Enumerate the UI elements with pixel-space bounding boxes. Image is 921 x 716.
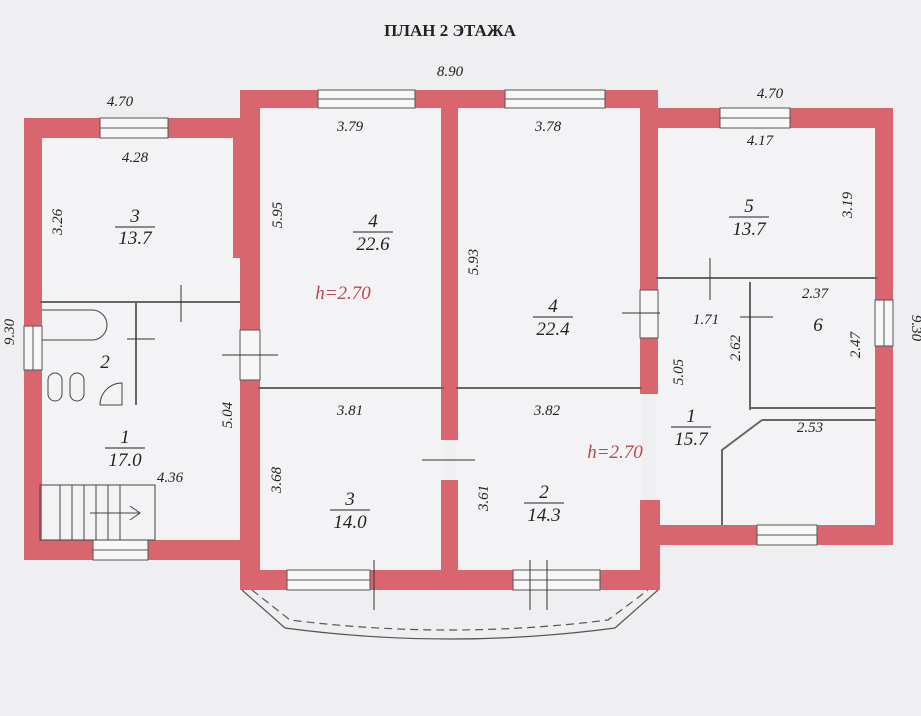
dimension-label: 3: [344, 489, 355, 510]
dim-left-top: 4.70: [107, 94, 134, 110]
dimension-label: 2.47: [848, 330, 864, 358]
dimension-label: 3.26: [50, 208, 66, 236]
room-4-middle-right: 3.78 5.93 4 22.4: [466, 119, 573, 340]
door-marks: [127, 258, 773, 610]
dimension-label: 5.93: [466, 249, 482, 275]
room-3-bottom-middle: 3.81 3.68 3 14.0: [269, 403, 370, 533]
dimension-label: 3.81: [336, 403, 363, 419]
room-1-hall-left: 4.36 5.04 1 17.0: [105, 401, 236, 486]
dimension-label: 2.53: [797, 420, 823, 436]
dimension-label: 3: [129, 206, 140, 227]
dimension-label: 5.05: [671, 358, 687, 385]
dimension-label: 5: [744, 196, 754, 217]
partitions: [40, 277, 878, 525]
dimension-label: 22.4: [536, 319, 570, 340]
dimension-label: 4: [368, 211, 378, 232]
dimension-label: 3.68: [269, 466, 285, 494]
dimension-label: 14.0: [333, 512, 367, 533]
room-3-top-left: 4.28 3.26 3 13.7: [50, 150, 155, 249]
dimension-label: 6: [813, 315, 823, 336]
bathtub-icon: [42, 309, 108, 341]
dimension-label: 3.19: [840, 191, 856, 219]
window-sashes: [32, 98, 885, 581]
dimension-label: 1: [120, 427, 130, 448]
dimension-label: 3.79: [336, 119, 364, 135]
dimension-label: 13.7: [732, 219, 767, 240]
dimension-label: 2.62: [728, 334, 744, 361]
dimension-label: 1.71: [693, 312, 719, 328]
bay-balcony: [241, 589, 659, 640]
room-5: 4.17 3.19 5 13.7: [729, 133, 856, 240]
dimension-label: 3.61: [476, 485, 492, 512]
room-floors: [40, 106, 878, 572]
dimension-label: 1: [686, 406, 696, 427]
dimension-label: 4: [548, 296, 558, 317]
dim-total-width: 8.90: [437, 64, 464, 80]
bathroom-fixtures: [42, 309, 123, 406]
dimension-label: 2: [539, 482, 549, 503]
dimension-label: 2: [100, 352, 110, 373]
stairs-icon: [39, 484, 156, 541]
ceiling-height-label: h=2.70: [315, 283, 371, 304]
room-2-bathroom: 2: [100, 352, 110, 373]
dimension-label: 15.7: [674, 429, 709, 450]
dimension-label: 3.82: [533, 403, 561, 419]
room-4-middle-left: 3.79 5.95 4 22.6 h=2.70: [270, 119, 393, 304]
room-1-hall-right: 1.71 2.62 5.05 2.53 1 15.7: [671, 312, 823, 450]
dimension-label: 5.04: [220, 401, 236, 428]
dimension-label: 5.95: [270, 201, 286, 228]
dimension-label: 2.37: [802, 286, 830, 302]
shower-icon: [99, 382, 123, 406]
plan-title: ПЛАН 2 ЭТАЖА: [384, 21, 516, 40]
ceiling-height-label: h=2.70: [587, 442, 643, 463]
dimension-label: 22.6: [356, 234, 390, 255]
dimension-label: 17.0: [108, 450, 142, 471]
room-6: 2.37 2.47 6: [802, 286, 864, 358]
dimension-label: 4.17: [747, 133, 775, 149]
dimension-label: 13.7: [118, 228, 153, 249]
room-2-bottom-right: 3.82 3.61 2 14.3 h=2.70: [476, 403, 643, 526]
dimension-label: 4.36: [157, 470, 184, 486]
sink-icon: [69, 372, 85, 402]
dim-left-side: 9.30: [2, 318, 18, 345]
toilet-icon: [47, 372, 63, 402]
dim-right-top: 4.70: [757, 86, 784, 102]
dim-right-side: 9.30: [908, 315, 921, 342]
dimension-label: 4.28: [122, 150, 149, 166]
dimension-label: 3.78: [534, 119, 562, 135]
dimension-label: 14.3: [527, 505, 560, 526]
